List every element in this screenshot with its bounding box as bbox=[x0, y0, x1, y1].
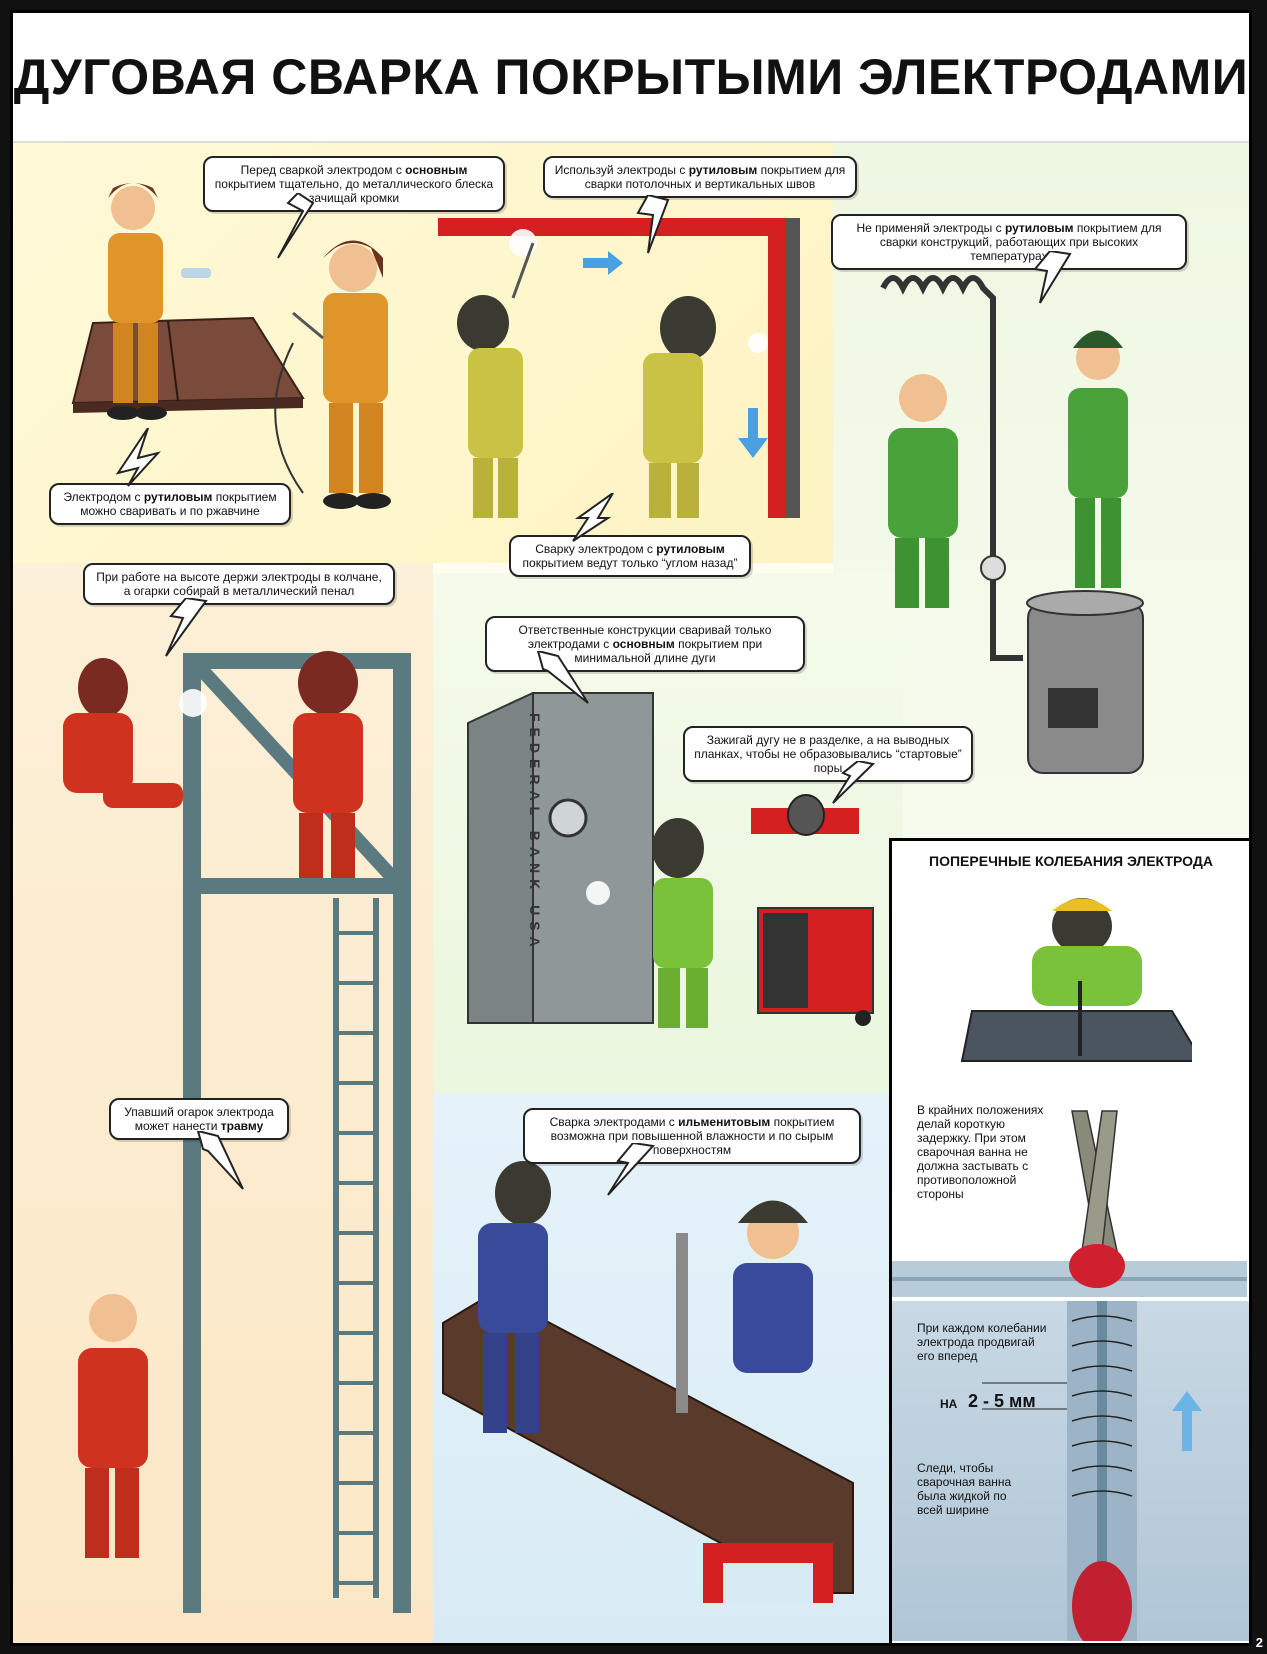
scene-ilmenite-illustration bbox=[442, 1161, 854, 1603]
scene-ceiling-weld-illustration bbox=[438, 218, 800, 518]
panel-seam-diagram bbox=[982, 1301, 1202, 1641]
callout-pointer bbox=[636, 195, 670, 254]
callout-text: Сварку электродом с bbox=[535, 542, 657, 556]
page-number: 2 bbox=[1255, 1635, 1263, 1650]
callout-bold: рутиловым bbox=[143, 490, 213, 504]
panel-welder-illustration bbox=[960, 898, 1192, 1062]
callout-strike-arc: Зажигай дугу не в разделке, а на выводны… bbox=[683, 726, 973, 782]
poster-frame: ДУГОВАЯ СВАРКА ПОКРЫТЫМИ ЭЛЕКТРОДАМИ Пер… bbox=[10, 10, 1252, 1646]
callout-text: покрытием при минимальной длине дуги bbox=[574, 637, 763, 665]
callout-rutile-rust: Электродом с рутиловым покрытием можно с… bbox=[49, 483, 291, 525]
callout-pointer bbox=[832, 761, 876, 804]
panel-advance-text: При каждом колебании электрода продвигай… bbox=[917, 1321, 1047, 1363]
callout-rutile-hightemp: Не применяй электроды с рутиловым покрыт… bbox=[831, 214, 1187, 270]
callout-bold: основным bbox=[612, 637, 675, 651]
callout-pointer bbox=[277, 193, 315, 259]
callout-text: При работе на высоте держи электроды в к… bbox=[96, 570, 382, 598]
callout-bold: рутиловым bbox=[656, 542, 725, 556]
panel-pool-text: Следи, чтобы сварочная ванна была жидкой… bbox=[917, 1461, 1012, 1517]
callout-pointer bbox=[607, 1143, 656, 1196]
callout-bold: рутиловым bbox=[1004, 221, 1074, 235]
callout-text: покрытием ведут только “углом назад” bbox=[522, 556, 738, 570]
callout-bold: рутиловым bbox=[688, 163, 758, 177]
callout-pointer bbox=[165, 598, 208, 657]
poster-title: ДУГОВАЯ СВАРКА ПОКРЫТЫМИ ЭЛЕКТРОДАМИ bbox=[13, 49, 1249, 105]
callout-text: Ответственные конструкции сваривай тольк… bbox=[518, 623, 772, 651]
panel-oscillation-diagram bbox=[892, 1110, 1247, 1297]
panel-title: ПОПЕРЕЧНЫЕ КОЛЕБАНИЯ ЭЛЕКТРОДА bbox=[929, 853, 1213, 869]
callout-critical-basic: Ответственные конструкции сваривай тольк… bbox=[485, 616, 805, 672]
callout-rutile-ceiling: Используй электроды с рутиловым покрытие… bbox=[543, 156, 857, 198]
callout-rutile-backward: Сварку электродом с рутиловым покрытием … bbox=[509, 535, 751, 577]
callout-height-quiver: При работе на высоте держи электроды в к… bbox=[83, 563, 395, 605]
callout-text: Электродом с bbox=[63, 490, 144, 504]
panel-step-prefix: НА bbox=[940, 1397, 958, 1411]
callout-text: Не применяй электроды с bbox=[856, 221, 1005, 235]
callout-text: Упавший огарок электрода может нанести bbox=[124, 1105, 274, 1133]
oscillation-panel: ПОПЕРЕЧНЫЕ КОЛЕБАНИЯ ЭЛЕКТРОДА В крайних… bbox=[889, 838, 1249, 1643]
callout-pointer bbox=[1033, 251, 1072, 304]
callout-bold: основным bbox=[405, 163, 468, 177]
callout-text: покрытием возможна при повышенной влажно… bbox=[550, 1115, 835, 1157]
callout-pointer bbox=[115, 428, 161, 487]
callout-text: покрытием тщательно, до металлического б… bbox=[214, 177, 494, 205]
panel-step-value: 2 - 5 мм bbox=[968, 1391, 1036, 1411]
callout-pointer bbox=[572, 493, 614, 542]
safe-label: FEDERAL BANK USA bbox=[527, 713, 543, 953]
callout-bold: травму bbox=[220, 1119, 264, 1133]
callout-pointer bbox=[536, 651, 589, 704]
callout-text: покрытием для сварки потолочных и вертик… bbox=[584, 163, 846, 191]
panel-delay-text: В крайних положениях делай короткую заде… bbox=[917, 1103, 1044, 1201]
callout-bold: ильменитовым bbox=[678, 1115, 771, 1129]
callout-text: Используй электроды с bbox=[554, 163, 689, 177]
runoff-plate-illustration bbox=[751, 794, 859, 836]
callout-text: Зажигай дугу не в разделке, а на выводны… bbox=[694, 733, 962, 775]
callout-text: Сварка электродами с bbox=[549, 1115, 679, 1129]
scene-safe-weld-illustration bbox=[467, 692, 874, 1028]
callout-pointer bbox=[196, 1131, 244, 1190]
callout-text: покрытием можно сваривать и по ржавчине bbox=[80, 490, 277, 518]
callout-ilmenite: Сварка электродами с ильменитовым покрыт… bbox=[523, 1108, 861, 1164]
callout-clean-edges: Перед сваркой электродом с основным покр… bbox=[203, 156, 505, 212]
callout-text: покрытием для сварки конструкций, работа… bbox=[879, 221, 1162, 263]
title-band: ДУГОВАЯ СВАРКА ПОКРЫТЫМИ ЭЛЕКТРОДАМИ bbox=[13, 13, 1249, 143]
scene-clean-edges-illustration bbox=[71, 183, 391, 509]
callout-text: Перед сваркой электродом с bbox=[240, 163, 406, 177]
scene-high-temp-illustration bbox=[880, 275, 1144, 774]
